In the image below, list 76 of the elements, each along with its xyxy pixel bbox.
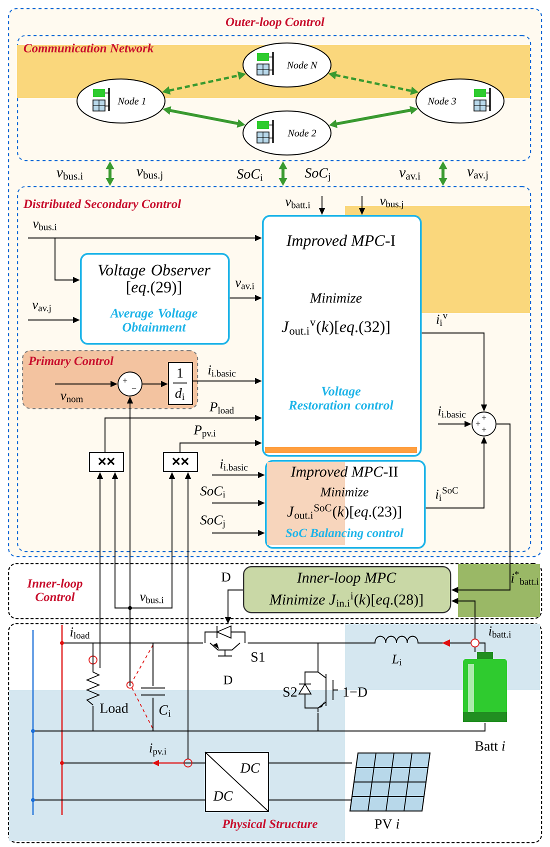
signal-label: v$_{bus.j}$ [136, 169, 162, 181]
wire [247, 642, 318, 668]
signal-label: SoC$_{j}$ [304, 168, 330, 182]
node-label: Node 3 [428, 97, 456, 105]
multiplier-block: ×× [89, 452, 124, 472]
multiplier-block: ×× [163, 452, 198, 472]
group-title: Inner-loop Control [27, 578, 82, 602]
box-text: Improved MPC-II [290, 466, 398, 480]
edge-label: v$_{bus.i}$ [32, 222, 57, 230]
component-label: Batt i [475, 741, 505, 751]
component-label: C$_{i}$ [159, 705, 171, 717]
box-text: Inner-loop MPC [296, 572, 396, 586]
group-title: Physical Structure [222, 819, 318, 831]
edge-label: SoC$_{j}$ [200, 515, 225, 529]
formula-text: Minimize J$_{in.i}$$^{i}$(k)[eq.(28)] [269, 592, 422, 608]
edge-label: i$_{i.basic}$ [208, 365, 236, 377]
fraction-text: 1 [178, 368, 183, 378]
signal-label: SoC$_{i}$ [236, 169, 263, 181]
fraction-text: d$_{i}$ [175, 388, 184, 400]
edge-label: v$_{nom}$ [60, 394, 83, 402]
converter-label: DC [213, 791, 233, 801]
box-text: Minimize [310, 293, 362, 303]
box-text: Minimize [320, 488, 368, 496]
box-text: Improved MPC-I [286, 234, 396, 250]
sign: + [122, 378, 128, 383]
wire [92, 642, 154, 686]
sign: + [482, 415, 486, 420]
sign: − [132, 388, 136, 389]
box-subtitle: SoC Balancing control [286, 528, 404, 540]
component-label: i$_{pv.i}$ [150, 743, 166, 757]
node-label: Node N [286, 61, 318, 69]
wire [268, 762, 352, 764]
component-label: L$_{i}$ [392, 654, 402, 666]
formula-text: J$_{out.i}$$^{v}$(k)[eq.(32)] [282, 320, 390, 336]
battery-drawing [463, 652, 507, 722]
edge-label: i$_{batt.i}$ [489, 626, 512, 638]
edge-label: P$_{load}$ [209, 402, 234, 414]
component-label: D [224, 676, 232, 684]
sign: + [482, 427, 486, 432]
component-label: S1 [252, 652, 265, 662]
edge-label: v$_{bus.j}$ [380, 198, 403, 210]
signal-label: v$_{av.i}$ [399, 170, 420, 180]
edge-label: i$_{i.basic}$ [220, 459, 248, 471]
edge-label: i$^{*}$batt.i [511, 571, 539, 585]
converter-label: DC [240, 763, 260, 773]
box-text: Voltage Observer [eq.(29)] [98, 264, 210, 296]
signal-label: v$_{av.j}$ [467, 169, 488, 181]
wire [152, 697, 318, 732]
edge-label: i$_{i.basic}$ [438, 406, 466, 418]
edge-label: i$_{i}$v [436, 314, 448, 326]
node-label: Node 2 [288, 129, 316, 137]
node-label: Node 1 [118, 97, 146, 105]
box-subtitle: Average Voltage Obtainment [110, 308, 198, 332]
edge-label: v$_{av.j}$ [32, 302, 51, 314]
formula-text: J$_{out.i}$$^{SoC}$(k)[eq.(23)] [287, 504, 401, 520]
component-label: PV i [374, 819, 400, 829]
edge-label: SoC$_{i}$ [200, 486, 226, 498]
group-title: Communication Network [24, 44, 154, 52]
edge-label: v$_{batt.i}$ [285, 200, 310, 208]
group-title: Distributed Secondary Control [23, 199, 182, 211]
component-label: 1−D [344, 687, 367, 697]
group-title: Primary Control [28, 356, 114, 368]
edge-label: v$_{bus.i}$ [140, 594, 164, 604]
component-label: Load [100, 703, 128, 713]
group-title: Outer-loop Control [226, 17, 324, 29]
component-label: S2 [284, 687, 297, 697]
switch-symbol [204, 625, 246, 656]
signal-label: v$_{bus.i}$ [56, 170, 83, 180]
component-label: i$_{load}$ [70, 627, 90, 639]
edge-label: P$_{pv.i}$ [194, 426, 216, 438]
edge-label: D [222, 572, 230, 582]
box-subtitle: Voltage Restoration control [288, 386, 394, 410]
edge-label: v$_{av.i}$ [235, 280, 254, 290]
resistor-symbol [86, 668, 100, 706]
sign: + [476, 421, 480, 426]
edge-label: i$_{i}$SoC [436, 487, 458, 501]
